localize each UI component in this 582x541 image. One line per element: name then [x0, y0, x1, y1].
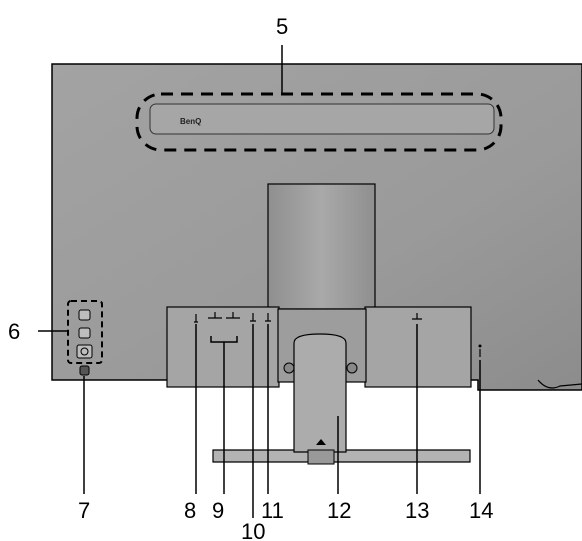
control-buttons-box	[67, 300, 103, 364]
mount-screw-right	[346, 362, 358, 374]
hdmi-port-icon-2	[226, 312, 240, 319]
usb-port-icon	[265, 313, 271, 322]
power-in-icon	[412, 313, 422, 320]
callout-6: 6	[8, 319, 20, 344]
stand-arm	[293, 333, 347, 453]
logo-plate	[149, 103, 495, 135]
callout-12: 12	[327, 498, 351, 523]
stand-release-button	[307, 449, 335, 465]
callout-8: 8	[184, 498, 196, 523]
audio-port-icon	[194, 314, 198, 323]
leader-9	[210, 336, 238, 494]
mount-screw-left	[283, 362, 295, 374]
port-icons	[194, 312, 481, 357]
joystick-button[interactable]	[79, 365, 90, 376]
callout-14: 14	[469, 498, 493, 523]
housing-bottom-edge	[537, 379, 582, 389]
callout-11: 11	[261, 498, 284, 523]
control-button-1[interactable]	[78, 309, 91, 321]
callout-10: 10	[241, 519, 265, 541]
control-button-2[interactable]	[78, 327, 91, 339]
brand-logo: BenQ	[180, 117, 201, 126]
callout-9: 9	[212, 498, 224, 523]
callout-7: 7	[78, 498, 90, 523]
hdmi-port-icon-1	[208, 312, 222, 319]
io-panel-left	[166, 306, 280, 388]
dp-port-icon	[250, 313, 256, 322]
release-arrow-icon	[316, 439, 326, 445]
callout-13: 13	[405, 498, 429, 523]
stand-neck	[267, 183, 376, 310]
power-icon	[80, 347, 89, 356]
leader-lines	[38, 45, 481, 518]
io-panel-right	[364, 306, 472, 388]
stand-base	[212, 449, 471, 463]
callout-5: 5	[276, 14, 288, 39]
lock-slot-dot	[478, 344, 482, 348]
control-button-power[interactable]	[76, 344, 93, 359]
